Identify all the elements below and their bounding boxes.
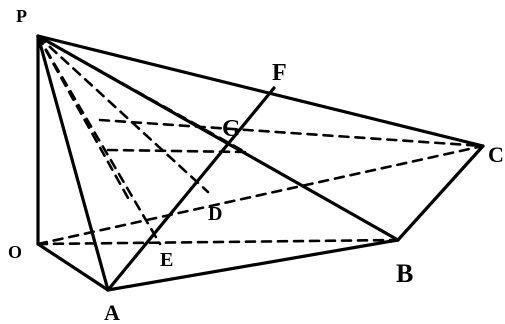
edge-P-A xyxy=(36,34,110,292)
edge-P-to-OC xyxy=(36,34,130,200)
label-E: E xyxy=(160,249,173,271)
solid-edges xyxy=(36,34,485,292)
label-G: G xyxy=(222,116,241,142)
segment-A-F xyxy=(106,86,276,292)
vertex-labels: P F G C D O E B A xyxy=(8,6,504,324)
label-O: O xyxy=(8,242,22,262)
edge-A-B xyxy=(106,238,400,292)
edge-O-C xyxy=(36,144,485,246)
label-F: F xyxy=(272,60,287,86)
edge-inner-2 xyxy=(106,148,247,154)
edge-B-C xyxy=(396,144,485,242)
edge-P-D xyxy=(36,34,210,194)
edge-P-to-BC xyxy=(36,34,247,154)
edge-O-A xyxy=(36,242,110,292)
dashed-edges xyxy=(36,34,485,246)
label-D: D xyxy=(208,203,222,225)
edge-P-C xyxy=(36,34,485,148)
label-B: B xyxy=(396,259,413,288)
label-A: A xyxy=(104,300,120,324)
label-P: P xyxy=(16,6,27,26)
edge-O-B xyxy=(36,238,400,246)
label-C: C xyxy=(488,142,504,167)
edge-inner-1 xyxy=(98,118,485,148)
